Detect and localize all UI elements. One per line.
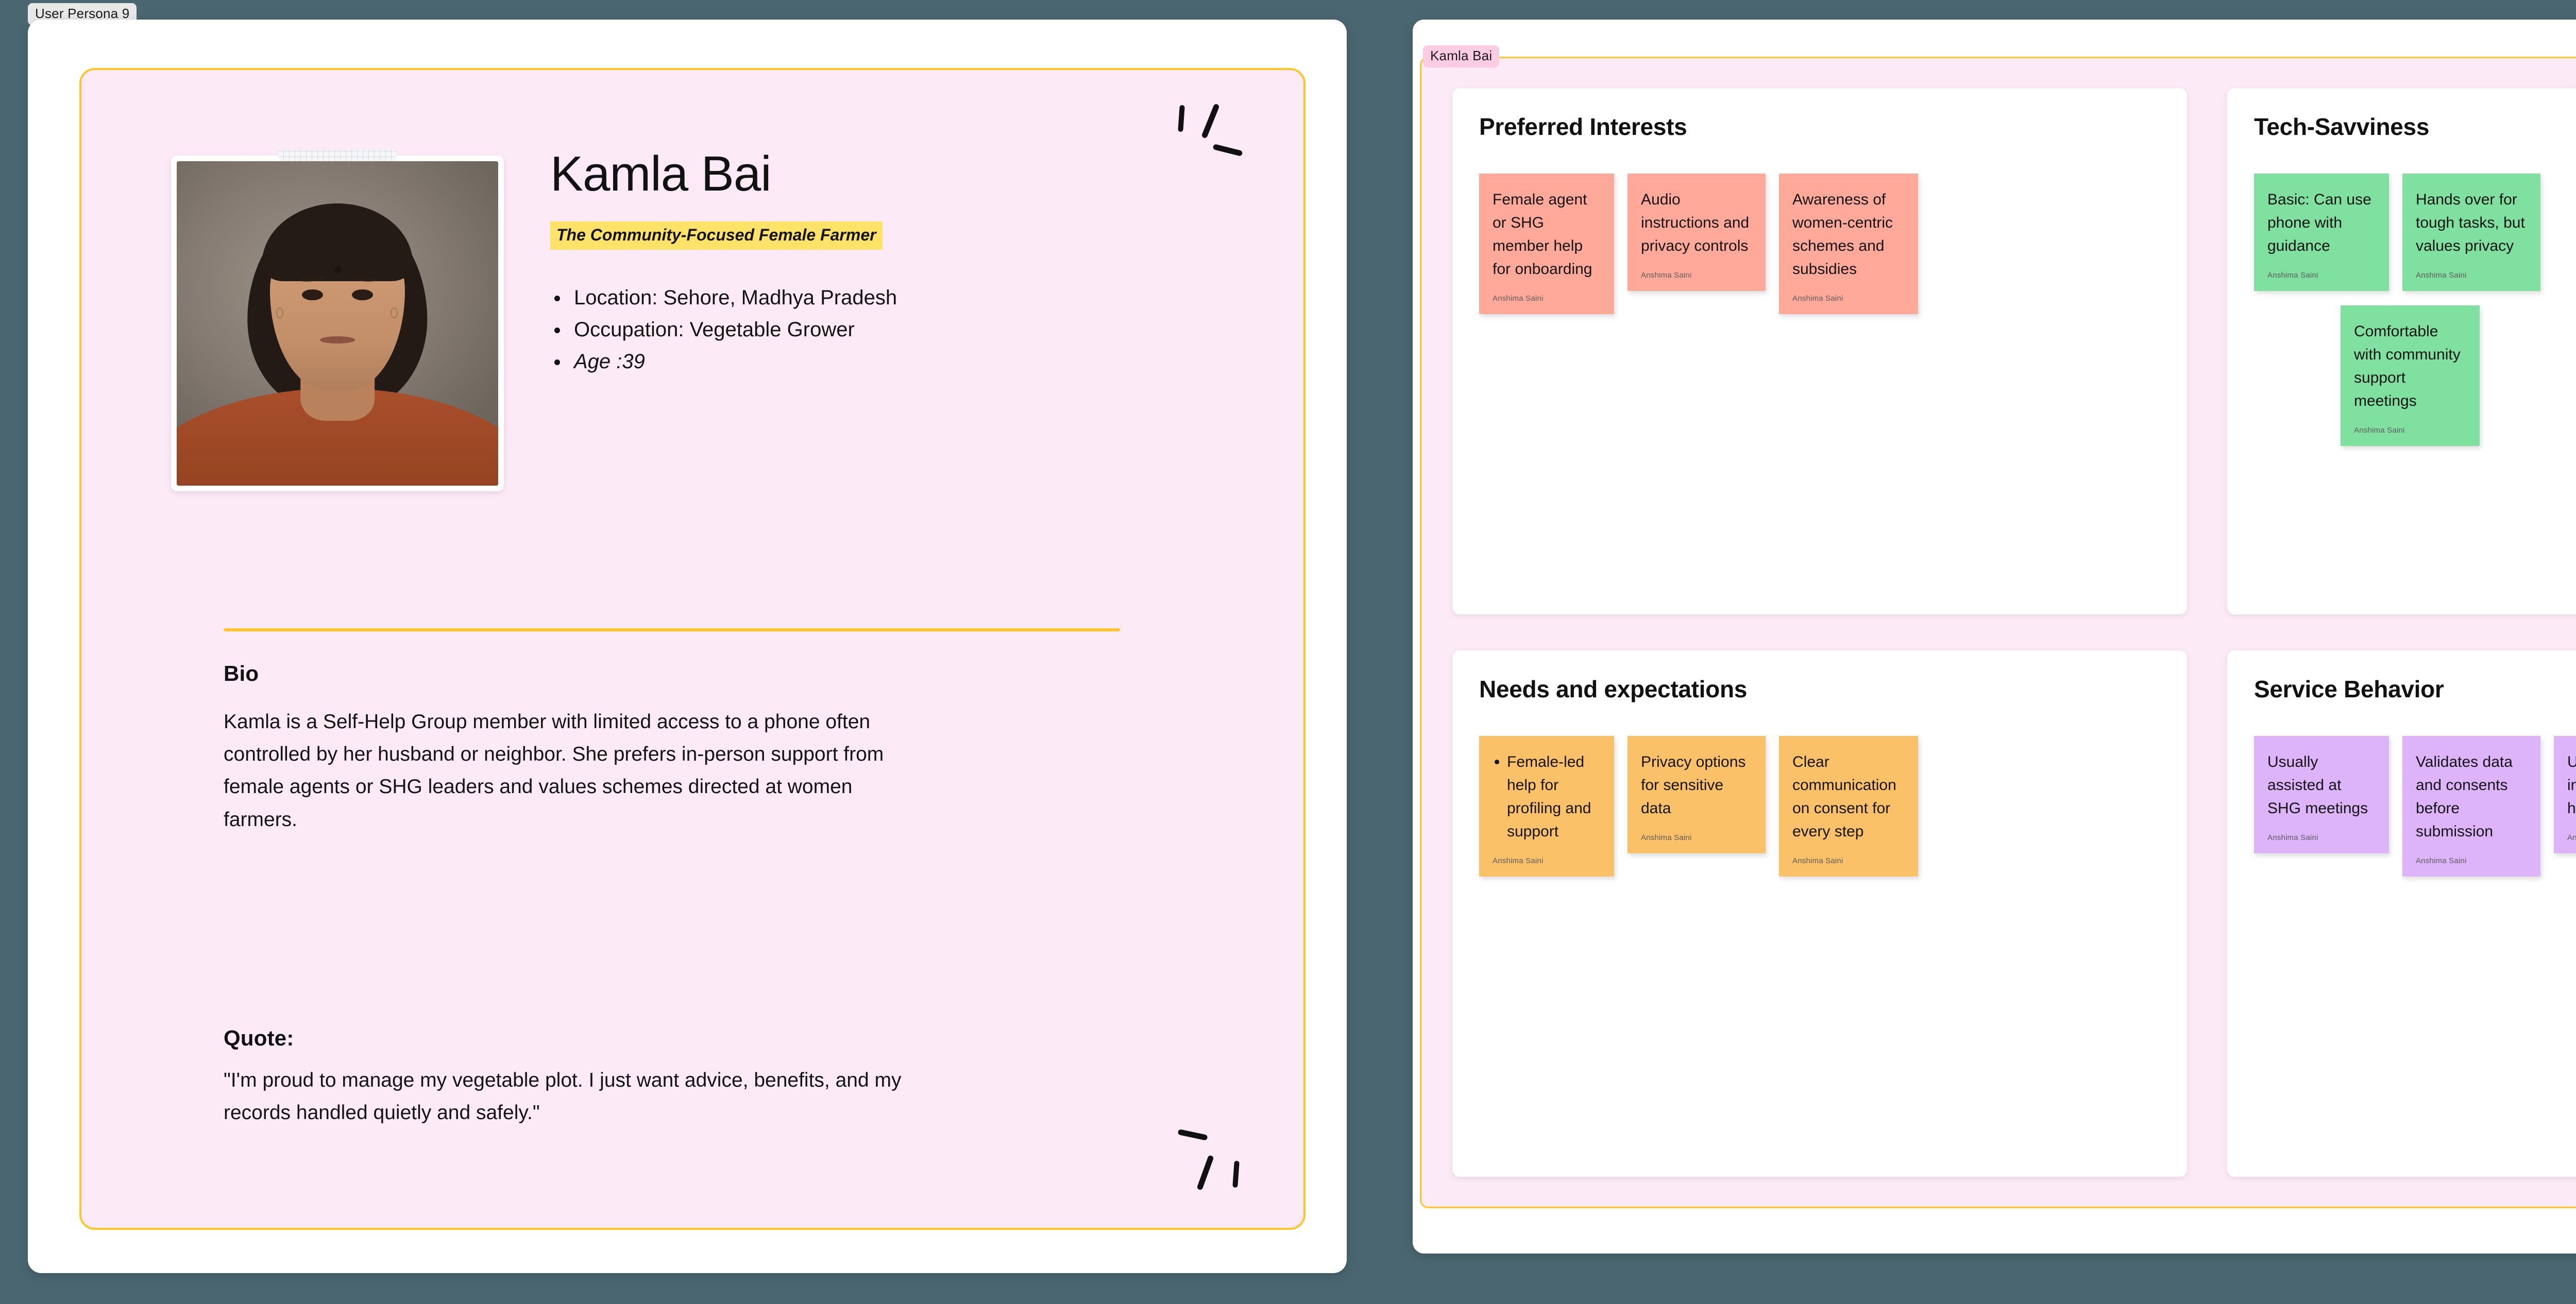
- list-item: Location: Sehore, Madhya Pradesh: [550, 282, 1230, 314]
- sticky-note-text: Female agent or SHG member help for onbo…: [1493, 191, 1592, 278]
- section-title: Needs and expectations: [1479, 676, 1748, 702]
- sticky-note-text: Validates data and consents before submi…: [2416, 753, 2513, 840]
- insights-board-frame[interactable]: Preferred Interests Female agent or SHG …: [1413, 20, 2576, 1254]
- sticky-note-text: Updates asset info with agent's help: [2567, 753, 2576, 817]
- sticky-note[interactable]: Comfortable with community support meeti…: [2341, 305, 2480, 446]
- page-title: Kamla Bai: [550, 146, 772, 201]
- sticky-note-author: Anshima Saini: [1641, 271, 1692, 280]
- sticky-note[interactable]: Privacy options for sensitive data Anshi…: [1628, 736, 1766, 853]
- sticky-note-row: Basic: Can use phone with guidance Anshi…: [2254, 174, 2576, 291]
- section-preferred-interests: Preferred Interests Female agent or SHG …: [1452, 88, 2187, 614]
- sticky-note[interactable]: Female agent or SHG member help for onbo…: [1479, 174, 1614, 314]
- section-title: Service Behavior: [2254, 676, 2444, 702]
- sticky-note-author: Anshima Saini: [1493, 856, 1544, 865]
- sticky-note-text: Audio instructions and privacy controls: [1641, 191, 1750, 254]
- bio-heading: Bio: [224, 661, 259, 685]
- avatar: [177, 161, 498, 486]
- sticky-note-author: Anshima Saini: [2354, 426, 2405, 435]
- sticky-note[interactable]: Validates data and consents before submi…: [2402, 736, 2540, 877]
- sticky-note-author: Anshima Saini: [1792, 856, 1843, 865]
- list-item: Age :39: [550, 346, 1230, 378]
- sparkle-doodle-icon: [1167, 1125, 1265, 1197]
- persona-frame[interactable]: Kamla Bai The Community-Focused Female F…: [28, 20, 1347, 1273]
- sticky-note-row: Female-led help for profiling and suppor…: [1479, 736, 2160, 877]
- quote-heading: Quote:: [224, 1026, 294, 1050]
- section-needs-and-expectations: Needs and expectations Female-led help f…: [1452, 650, 2187, 1177]
- quote-section: Quote: "I'm proud to manage my vegetable…: [224, 1026, 1182, 1129]
- persona-header: Kamla Bai The Community-Focused Female F…: [550, 147, 1230, 378]
- sticky-note-text: Clear communication on consent for every…: [1792, 753, 1896, 840]
- sticky-note-text: Privacy options for sensitive data: [1641, 753, 1746, 817]
- sticky-note[interactable]: Clear communication on consent for every…: [1779, 736, 1918, 877]
- sticky-note-text: Female-led help for profiling and suppor…: [1493, 750, 1601, 843]
- sticky-note[interactable]: Female-led help for profiling and suppor…: [1479, 736, 1614, 877]
- section-grid: Preferred Interests Female agent or SHG …: [1452, 88, 2576, 1177]
- sticky-note-author: Anshima Saini: [1792, 294, 1843, 303]
- sticky-note-row: Comfortable with community support meeti…: [2254, 305, 2576, 446]
- bio-section: Bio Kamla is a Self-Help Group member wi…: [224, 661, 1182, 836]
- section-tech-savviness: Tech-Savviness Basic: Can use phone with…: [2227, 88, 2576, 614]
- persona-portrait-frame: [171, 149, 504, 491]
- sticky-note-row: Female agent or SHG member help for onbo…: [1479, 174, 2160, 314]
- sticky-note-row: Usually assisted at SHG meetings Anshima…: [2254, 736, 2576, 877]
- persona-tagline-highlight: The Community-Focused Female Farmer: [550, 221, 883, 250]
- persona-facts-list: Location: Sehore, Madhya Pradesh Occupat…: [550, 282, 1230, 378]
- bio-text: Kamla is a Self-Help Group member with l…: [224, 711, 884, 831]
- sticky-note-author: Anshima Saini: [2267, 833, 2318, 842]
- sticky-note-text: Hands over for tough tasks, but values p…: [2416, 191, 2525, 254]
- section-service-behavior: Service Behavior Usually assisted at SHG…: [2227, 650, 2576, 1177]
- insights-board: Preferred Interests Female agent or SHG …: [1420, 57, 2576, 1208]
- sticky-note-author: Anshima Saini: [2567, 833, 2576, 842]
- sticky-note[interactable]: Updates asset info with agent's help Ans…: [2554, 736, 2576, 853]
- sticky-note-author: Anshima Saini: [1493, 294, 1544, 303]
- section-title: Preferred Interests: [1479, 113, 1687, 140]
- sticky-note-text: Awareness of women-centric schemes and s…: [1792, 191, 1893, 278]
- list-item: Occupation: Vegetable Grower: [550, 314, 1230, 346]
- sticky-note[interactable]: Usually assisted at SHG meetings Anshima…: [2254, 736, 2389, 853]
- sticky-note[interactable]: Audio instructions and privacy controls …: [1628, 174, 1766, 291]
- sticky-note-author: Anshima Saini: [2267, 271, 2318, 280]
- sticky-note-author: Anshima Saini: [1641, 833, 1692, 842]
- sticky-note-text: Basic: Can use phone with guidance: [2267, 191, 2371, 254]
- sticky-note[interactable]: Awareness of women-centric schemes and s…: [1779, 174, 1918, 314]
- divider: [224, 628, 1120, 631]
- section-title: Tech-Savviness: [2254, 113, 2430, 140]
- sticky-note-text: Comfortable with community support meeti…: [2354, 323, 2461, 409]
- frame-label-kamla-bai[interactable]: Kamla Bai: [1423, 45, 1500, 67]
- persona-tagline: The Community-Focused Female Farmer: [556, 225, 876, 244]
- persona-card: Kamla Bai The Community-Focused Female F…: [79, 68, 1306, 1230]
- quote-text: "I'm proud to manage my vegetable plot. …: [224, 1069, 902, 1124]
- sticky-note-text: Usually assisted at SHG meetings: [2267, 753, 2368, 817]
- sticky-note[interactable]: Hands over for tough tasks, but values p…: [2402, 174, 2540, 291]
- sticky-note-author: Anshima Saini: [2416, 271, 2467, 280]
- sticky-note[interactable]: Basic: Can use phone with guidance Anshi…: [2254, 174, 2389, 291]
- sticky-note-author: Anshima Saini: [2416, 856, 2467, 865]
